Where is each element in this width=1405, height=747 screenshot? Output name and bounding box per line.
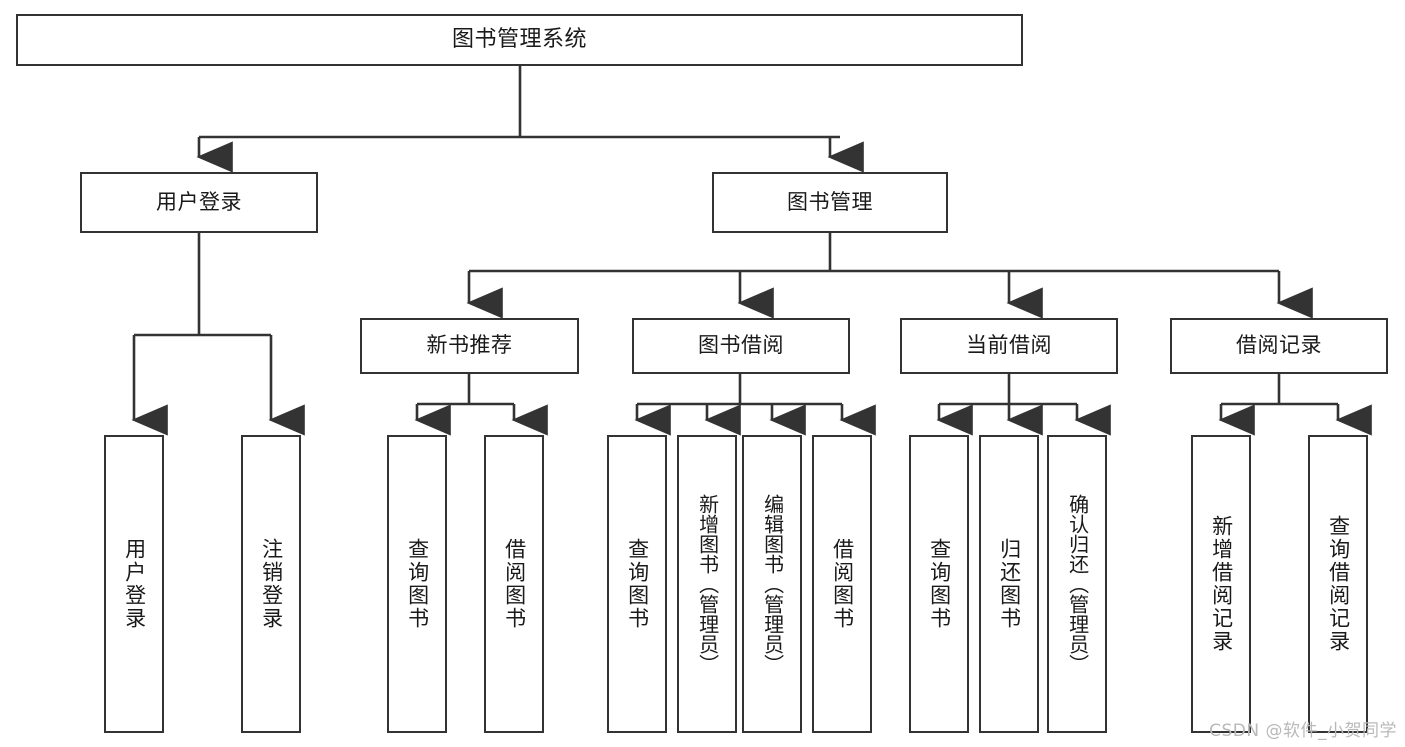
node-leaf-current-return-book-label: 归还图书 (997, 538, 1022, 630)
node-leaf-new-borrow-book-label: 借阅图书 (502, 538, 527, 630)
node-book-borrow[interactable]: 图书借阅 (632, 318, 850, 374)
node-new-book-recommend-label: 新书推荐 (426, 333, 513, 358)
node-leaf-new-query-book-label: 查询图书 (405, 538, 430, 630)
node-leaf-borrow-borrow-book-label: 借阅图书 (830, 538, 855, 630)
node-current-borrow[interactable]: 当前借阅 (900, 318, 1118, 374)
node-current-borrow-label: 当前借阅 (966, 333, 1052, 358)
node-leaf-current-confirm-return-label: 确认归还（管理员） (1065, 494, 1090, 674)
node-root-system-label: 图书管理系统 (451, 26, 587, 52)
node-leaf-current-query-book[interactable]: 查询图书 (909, 435, 969, 733)
node-leaf-record-add-label: 新增借阅记录 (1209, 515, 1234, 653)
node-leaf-user-login-logout-label: 注销登录 (259, 538, 284, 630)
node-borrow-record-label: 借阅记录 (1236, 333, 1322, 358)
node-book-borrow-label: 图书借阅 (698, 333, 784, 358)
node-user-login[interactable]: 用户登录 (80, 172, 318, 233)
watermark-text: CSDN @软件_小贺同学 (1209, 721, 1397, 741)
node-leaf-borrow-borrow-book[interactable]: 借阅图书 (812, 435, 872, 733)
node-leaf-current-confirm-return[interactable]: 确认归还（管理员） (1047, 435, 1107, 733)
node-leaf-user-login-logout[interactable]: 注销登录 (241, 435, 301, 733)
node-book-management-label: 图书管理 (787, 189, 873, 214)
node-leaf-borrow-add-book-label: 新增图书（管理员） (695, 494, 720, 674)
node-root-system[interactable]: 图书管理系统 (16, 14, 1023, 66)
node-leaf-user-login-login-label: 用户登录 (122, 538, 147, 630)
node-leaf-user-login-login[interactable]: 用户登录 (104, 435, 164, 733)
node-book-management[interactable]: 图书管理 (712, 172, 948, 233)
node-leaf-new-borrow-book[interactable]: 借阅图书 (484, 435, 544, 733)
node-leaf-current-return-book[interactable]: 归还图书 (979, 435, 1039, 733)
node-user-login-label: 用户登录 (156, 189, 242, 214)
node-leaf-borrow-edit-book-label: 编辑图书（管理员） (760, 494, 785, 674)
node-leaf-record-add[interactable]: 新增借阅记录 (1191, 435, 1251, 733)
node-borrow-record[interactable]: 借阅记录 (1170, 318, 1388, 374)
node-new-book-recommend[interactable]: 新书推荐 (360, 318, 579, 374)
node-leaf-record-query[interactable]: 查询借阅记录 (1308, 435, 1368, 733)
node-leaf-borrow-query-book-label: 查询图书 (625, 538, 650, 630)
node-leaf-borrow-add-book[interactable]: 新增图书（管理员） (677, 435, 737, 733)
node-leaf-borrow-query-book[interactable]: 查询图书 (607, 435, 667, 733)
node-leaf-record-query-label: 查询借阅记录 (1326, 515, 1351, 653)
node-leaf-current-query-book-label: 查询图书 (927, 538, 952, 630)
node-leaf-new-query-book[interactable]: 查询图书 (387, 435, 447, 733)
node-leaf-borrow-edit-book[interactable]: 编辑图书（管理员） (742, 435, 802, 733)
